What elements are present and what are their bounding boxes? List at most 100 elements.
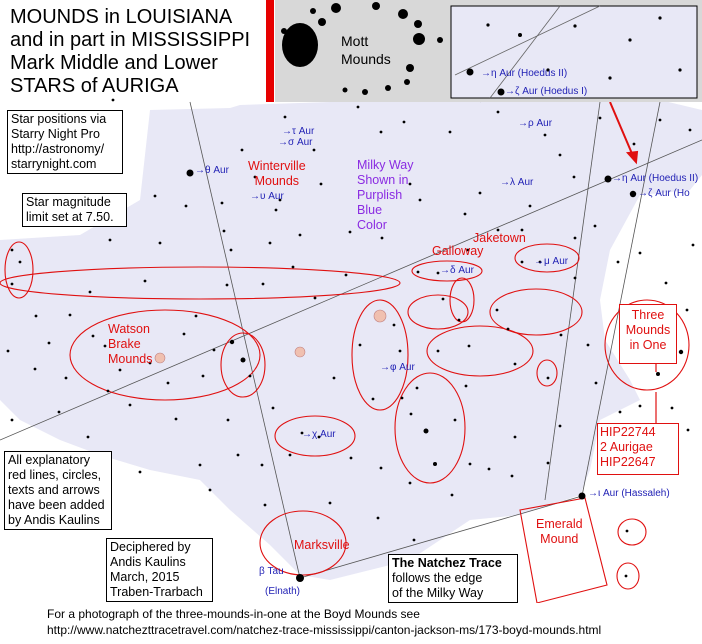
box-line: 2 Aurigae [600, 440, 653, 454]
star [453, 418, 457, 422]
star-label-eta: →η Aur (Hoedus II) [612, 173, 699, 184]
star [260, 463, 264, 467]
star [6, 349, 10, 353]
mound-dot [466, 68, 474, 76]
box-line: Star magnitude [26, 195, 111, 209]
star-label-mu: →μ Aur [534, 256, 569, 267]
star-name: υ Aur [260, 191, 284, 202]
explanatory-box: All explanatory red lines, circles, text… [4, 451, 112, 530]
star [487, 467, 491, 471]
star-name: δ Aur [450, 265, 474, 276]
star [108, 238, 112, 242]
star [103, 344, 107, 348]
star [128, 403, 132, 407]
mound-dot [658, 16, 662, 20]
star [229, 248, 233, 252]
star [148, 361, 152, 365]
star [624, 574, 628, 578]
star [158, 241, 162, 245]
magnitude-box: Star magnitude limit set at 7.50. [22, 193, 127, 227]
star-name: σ Aur [288, 137, 313, 148]
three-mounds-box: Three Mounds in One [619, 304, 677, 364]
star-name: χ Aur [312, 429, 336, 440]
star-name: ρ Aur [528, 118, 553, 129]
star [520, 228, 524, 232]
star [10, 248, 14, 252]
box-line: Three [631, 308, 665, 322]
star [64, 376, 68, 380]
star [423, 428, 429, 434]
star [143, 279, 147, 283]
box-line: in One [629, 338, 667, 352]
box-line: texts and arrows [8, 483, 100, 497]
box-line: by Andis Kaulins [8, 513, 100, 527]
star [222, 229, 226, 233]
star [513, 435, 517, 439]
box-line: Andis Kaulins [110, 555, 186, 569]
star [457, 318, 461, 322]
star [201, 374, 205, 378]
star [236, 453, 240, 457]
caption-link[interactable]: http://www.natchezttracetravel.com/natch… [47, 623, 602, 637]
star [572, 175, 576, 179]
star [166, 381, 170, 385]
star [220, 201, 224, 205]
star [468, 462, 472, 466]
box-line: Starry Night Pro [11, 127, 100, 141]
label-line: Mound [540, 532, 579, 546]
star [412, 538, 416, 542]
inset-lines [454, 5, 601, 99]
winterville-label: Winterville Mounds [248, 159, 306, 189]
star [658, 118, 662, 122]
star [291, 265, 295, 269]
mound-dot [342, 87, 348, 93]
star [248, 374, 252, 378]
star [463, 212, 467, 216]
star-name: μ Aur [544, 256, 569, 267]
star [240, 357, 246, 363]
star [625, 529, 629, 533]
title-line: and in part in MISSISSIPPI [10, 29, 251, 51]
star [212, 348, 216, 352]
pink-dots [154, 309, 387, 364]
star [433, 462, 437, 466]
star [408, 481, 412, 485]
star [283, 115, 287, 119]
star-name: η Aur (Hoedus II) [622, 173, 699, 184]
star [586, 343, 590, 347]
label-line: Winterville [248, 159, 306, 173]
star-label-tau: →τ Aur [282, 126, 315, 137]
star [398, 349, 402, 353]
label-line: Blue [357, 203, 383, 217]
star [402, 120, 406, 124]
mound-dot [497, 88, 505, 96]
star [274, 208, 278, 212]
title-line: MOUNDS in LOUISIANA [10, 6, 233, 28]
star [349, 456, 353, 460]
galloway-label: Galloway [432, 244, 484, 258]
star [138, 470, 142, 474]
star [598, 116, 602, 120]
star-positions-box: Star positions via Starry Night Pro http… [7, 110, 123, 174]
label-line: Brake [108, 337, 141, 351]
star [118, 368, 122, 372]
star [298, 233, 302, 237]
emerald-mound-label: Emerald Mound [536, 517, 583, 547]
star [400, 396, 404, 400]
star [436, 349, 440, 353]
star [448, 130, 452, 134]
bottom-caption: For a photograph of the three-mounds-in-… [0, 603, 702, 644]
label-line: Mounds [108, 352, 153, 366]
star-label-phi: →φ Aur [380, 362, 415, 373]
label-line: Emerald [536, 517, 583, 531]
inset-label-eta: →η Aur (Hoedus II) [481, 68, 568, 79]
star-name: λ Aur [510, 177, 534, 188]
star [261, 282, 265, 286]
mound-dot [372, 2, 380, 10]
star [670, 406, 674, 410]
star [416, 270, 420, 274]
star [408, 182, 412, 186]
star [225, 283, 229, 287]
star [33, 367, 37, 371]
mound-dot [608, 76, 612, 80]
